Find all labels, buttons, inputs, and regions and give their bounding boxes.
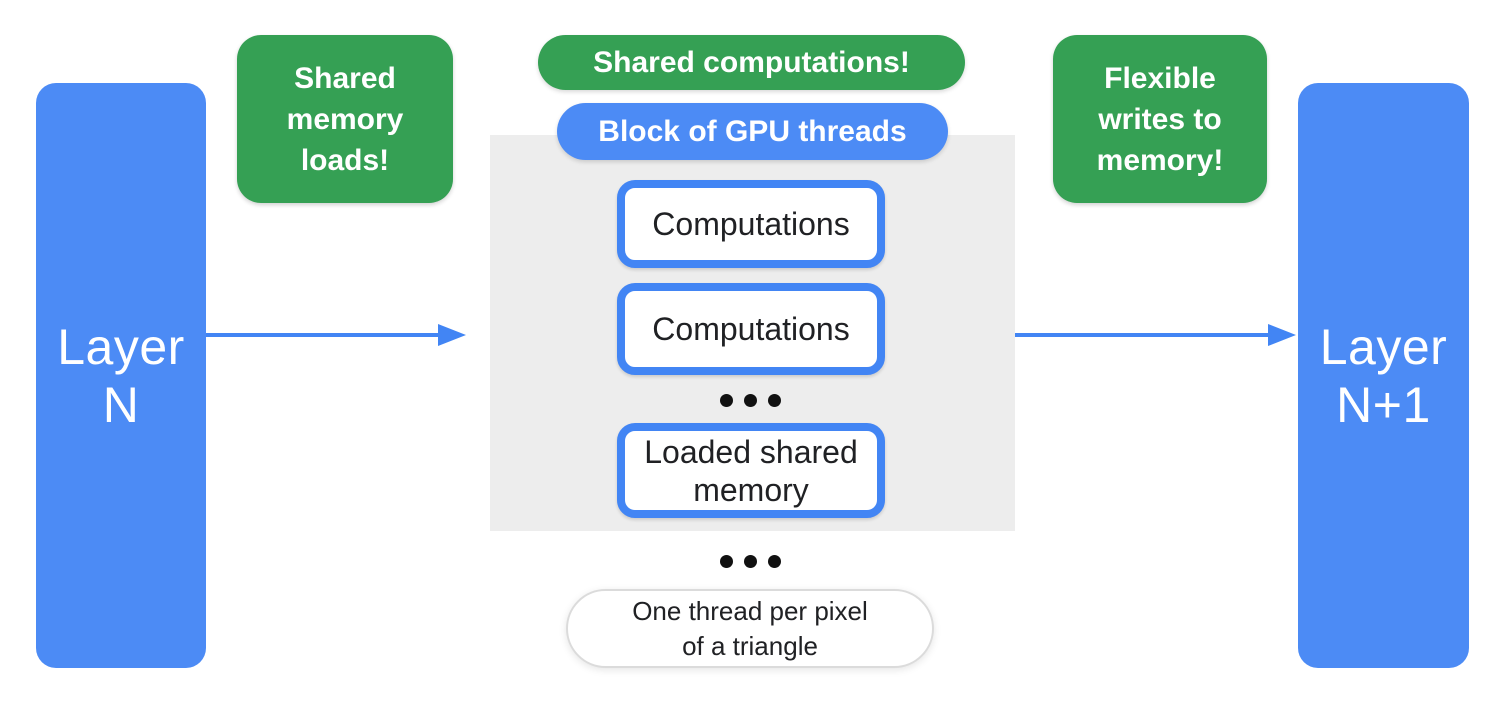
callout-flexible-writes: Flexible writes to memory!: [1053, 35, 1267, 203]
callout-shared-memory-loads: Shared memory loads!: [237, 35, 453, 203]
dot-icon: [720, 394, 733, 407]
dot-icon: [768, 555, 781, 568]
callout-shared-computations: Shared computations!: [538, 35, 965, 90]
layer-n-label: Layer N: [57, 318, 185, 433]
dot-icon: [744, 555, 757, 568]
computations-box-1-label: Computations: [652, 206, 850, 242]
ellipsis-icon: [720, 555, 781, 568]
computations-box-2: Computations: [617, 283, 885, 375]
callout-shared-memory-loads-text: Shared memory loads!: [286, 61, 404, 177]
caption-one-thread-per-pixel-text: One thread per pixel of a triangle: [632, 595, 868, 661]
dot-icon: [720, 555, 733, 568]
layer-n-box: Layer N: [36, 83, 206, 668]
block-of-gpu-threads-label: Block of GPU threads: [598, 114, 907, 148]
callout-flexible-writes-text: Flexible writes to memory!: [1096, 61, 1224, 177]
dot-icon: [768, 394, 781, 407]
arrow-block-to-layer-n-plus-1-icon: [1015, 324, 1296, 346]
computations-box-1: Computations: [617, 180, 885, 268]
ellipsis-icon: [720, 394, 781, 407]
caption-one-thread-per-pixel: One thread per pixel of a triangle: [566, 589, 934, 668]
block-of-gpu-threads-pill: Block of GPU threads: [557, 103, 948, 160]
computations-box-2-label: Computations: [652, 311, 850, 347]
loaded-shared-memory-box: Loaded shared memory: [617, 423, 885, 518]
loaded-shared-memory-label: Loaded shared memory: [644, 433, 858, 508]
arrow-layer-n-to-block-icon: [206, 324, 466, 346]
callout-shared-computations-text: Shared computations!: [593, 45, 910, 79]
layer-n-plus-1-box: Layer N+1: [1298, 83, 1469, 668]
dot-icon: [744, 394, 757, 407]
layer-n-plus-1-label: Layer N+1: [1319, 318, 1448, 433]
